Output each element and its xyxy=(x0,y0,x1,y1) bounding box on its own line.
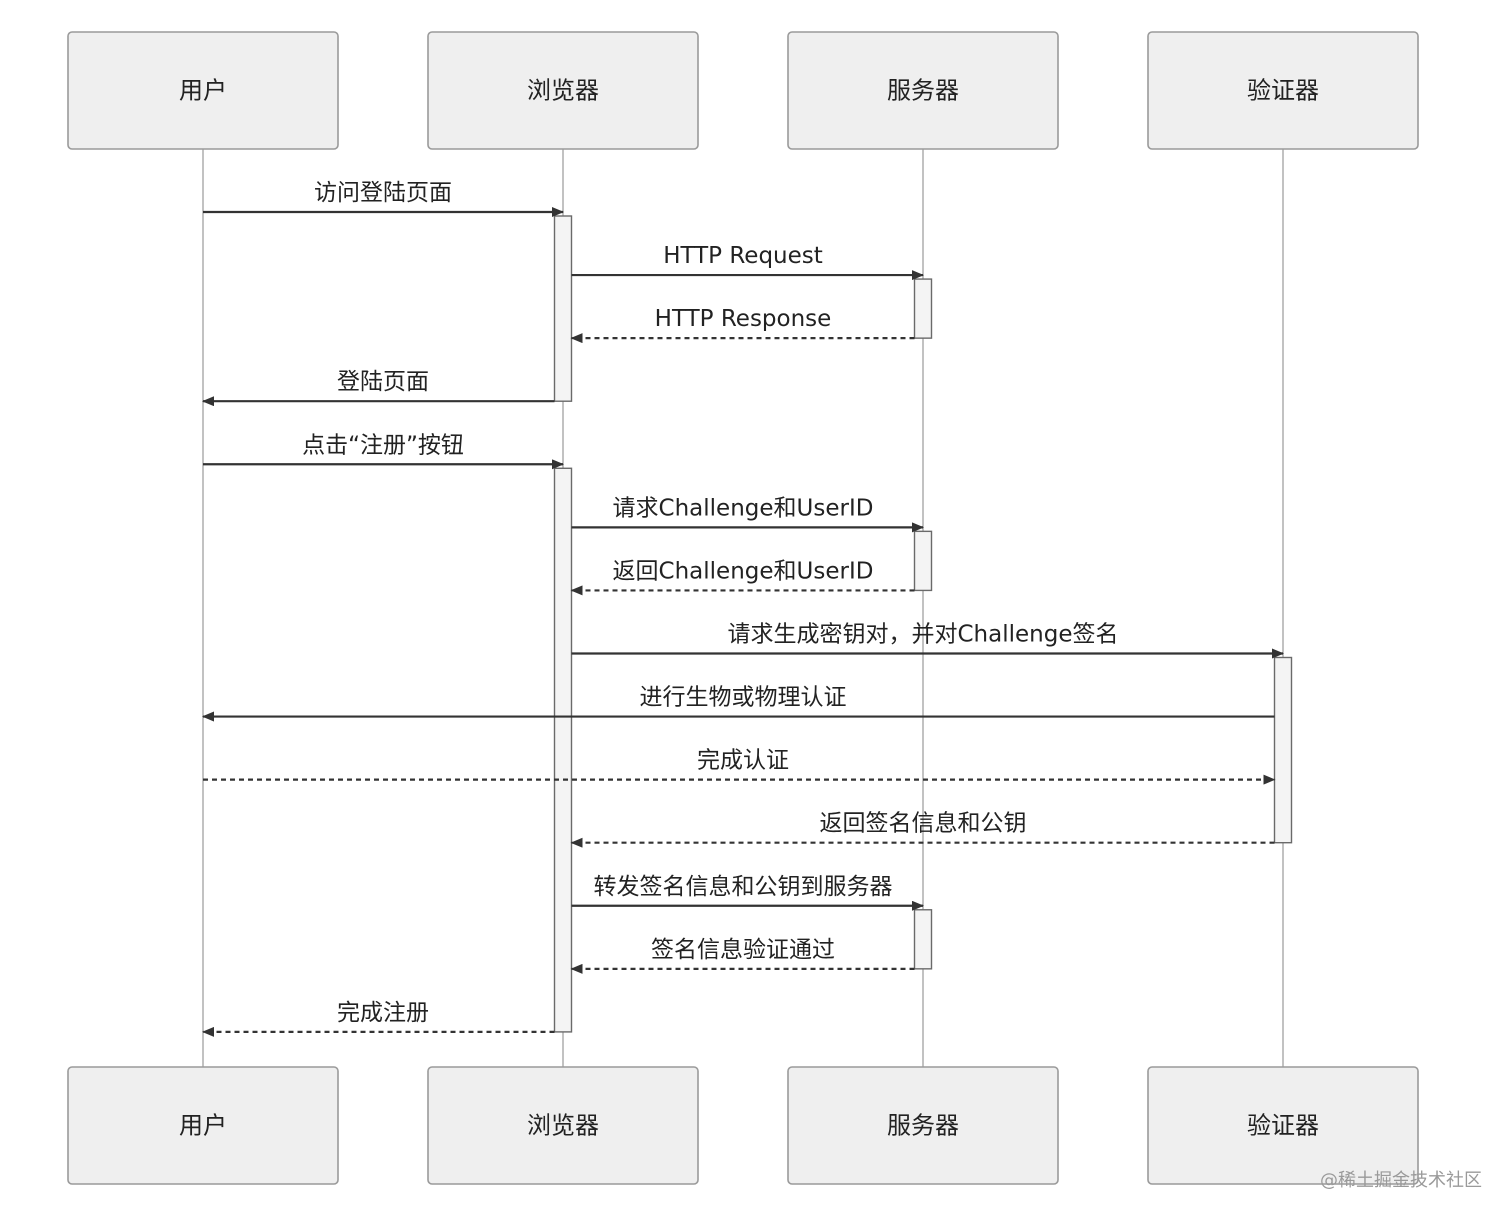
participant-label: 用户 xyxy=(179,77,227,105)
participant-box-bottom xyxy=(787,1066,1059,1185)
participant-box-top xyxy=(787,31,1059,150)
activation-bar xyxy=(1273,656,1293,844)
participant-box-bottom xyxy=(427,1066,699,1185)
participant-box-top xyxy=(427,31,699,150)
message-label: 请求生成密钥对，并对Challenge签名 xyxy=(728,621,1119,647)
participant-box-bottom xyxy=(67,1066,339,1185)
activation-bar xyxy=(913,530,933,592)
participant-label: 服务器 xyxy=(887,77,959,105)
activation-bar xyxy=(553,467,573,1033)
message-label: 访问登陆页面 xyxy=(314,180,452,206)
message-label: 请求Challenge和UserID xyxy=(613,495,874,521)
message-label: 返回Challenge和UserID xyxy=(613,558,874,584)
message-label: 完成认证 xyxy=(697,748,789,774)
participant-label: 验证器 xyxy=(1247,77,1319,105)
participant-label: 浏览器 xyxy=(527,77,599,105)
message-label: HTTP Response xyxy=(655,306,832,332)
participant-label: 用户 xyxy=(179,1112,227,1140)
participant-label: 浏览器 xyxy=(527,1112,599,1140)
participant-box-top xyxy=(1147,31,1419,150)
participant-box-bottom xyxy=(1147,1066,1419,1185)
activation-bar xyxy=(913,278,933,339)
message-label: 转发签名信息和公钥到服务器 xyxy=(594,874,893,900)
activation-bar xyxy=(553,215,573,402)
participant-box-top xyxy=(67,31,339,150)
message-label: 登陆页面 xyxy=(337,369,429,395)
message-label: 签名信息验证通过 xyxy=(651,937,835,963)
message-label: 点击“注册”按钮 xyxy=(302,432,464,458)
message-label: 完成注册 xyxy=(337,1000,429,1026)
activation-bar xyxy=(913,909,933,970)
message-label: HTTP Request xyxy=(663,243,823,269)
participant-label: 验证器 xyxy=(1247,1112,1319,1140)
message-label: 进行生物或物理认证 xyxy=(640,685,847,711)
participant-label: 服务器 xyxy=(887,1112,959,1140)
watermark-text: @稀土掘金技术社区 xyxy=(1320,1170,1482,1191)
message-label: 返回签名信息和公钥 xyxy=(820,811,1027,837)
